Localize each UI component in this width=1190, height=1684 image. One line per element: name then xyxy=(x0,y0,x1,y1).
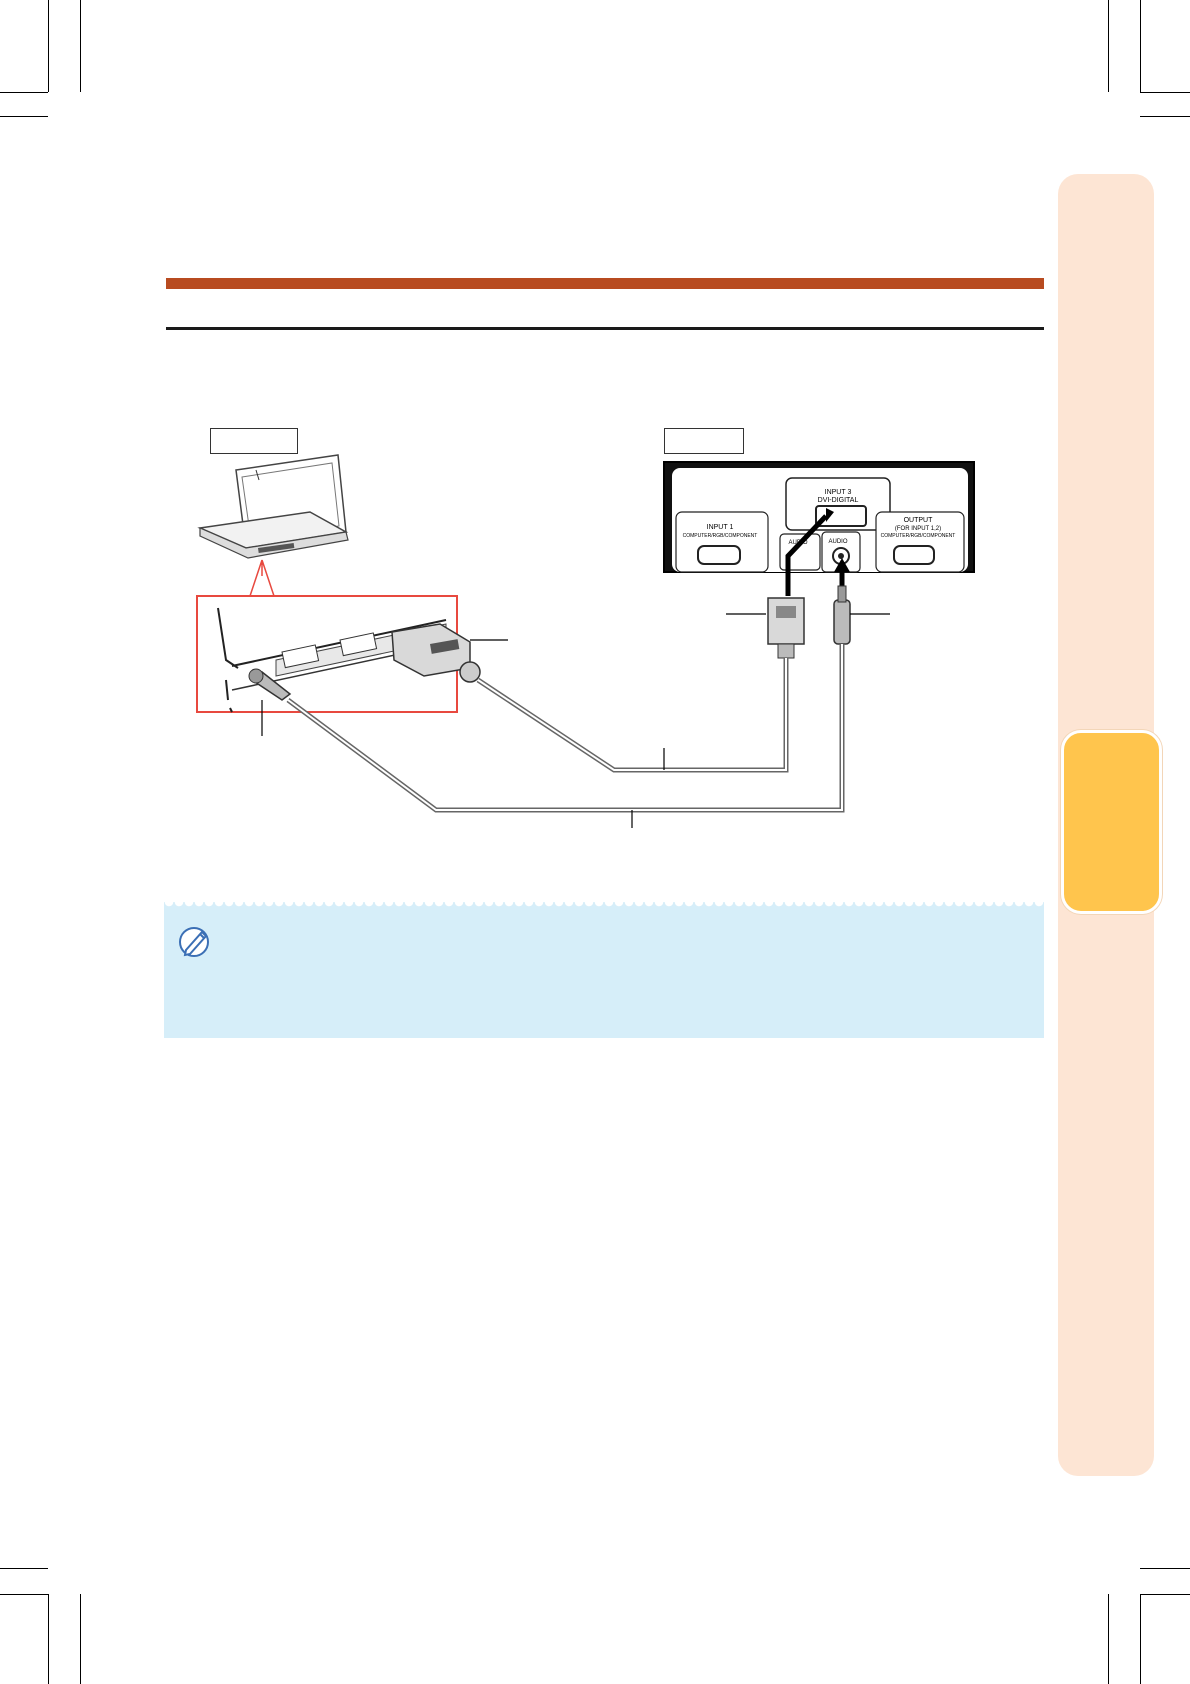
projector-side-audio-plug xyxy=(833,585,851,645)
output-label: OUTPUT xyxy=(904,517,934,524)
laptop-label-box xyxy=(210,428,298,454)
projector-rear-panel: INPUT 3 DVI-DIGITAL INPUT 1 COMPUTER/RGB… xyxy=(663,461,975,573)
crop-mark-top-right-v2 xyxy=(1108,0,1109,92)
output-sub1: (FOR INPUT 1,2) xyxy=(895,526,941,532)
side-index-tab-active[interactable] xyxy=(1061,730,1162,914)
crop-mark-top-left-v xyxy=(48,0,49,92)
crop-mark-top-left-v2 xyxy=(80,0,81,92)
projector-side-dvi-plug xyxy=(767,597,805,659)
projector-label-box xyxy=(664,428,744,454)
crop-mark-bottom-left-h2 xyxy=(0,1594,48,1595)
crop-mark-bottom-left-v xyxy=(48,1594,49,1684)
crop-mark-bottom-right-h xyxy=(1140,1568,1190,1569)
video-cable xyxy=(476,658,789,773)
section-accent-bar xyxy=(166,278,1044,289)
input1-sub: COMPUTER/RGB/COMPONENT xyxy=(683,533,758,539)
input1-label: INPUT 1 xyxy=(707,524,734,531)
crop-mark-top-left-h xyxy=(0,92,48,93)
crop-mark-top-right-h xyxy=(1140,92,1190,93)
computer-side-audio-plug xyxy=(248,668,292,701)
crop-mark-bottom-right-v xyxy=(1140,1594,1141,1684)
computer-side-plug xyxy=(391,623,481,683)
audio-cable xyxy=(286,644,845,813)
crop-mark-top-left-h2 xyxy=(0,116,48,117)
input3-sub: DVI-DIGITAL xyxy=(818,497,859,504)
output-sub2: COMPUTER/RGB/COMPONENT xyxy=(881,533,956,539)
note-box-dotted-edge xyxy=(164,902,1044,912)
crop-mark-bottom-right-v2 xyxy=(1108,1594,1109,1684)
pencil-note-icon xyxy=(179,927,209,957)
crop-mark-top-right-h2 xyxy=(1140,116,1190,117)
input3-label: INPUT 3 xyxy=(825,489,852,496)
laptop-illustration xyxy=(197,454,349,559)
note-box xyxy=(164,902,1044,1038)
section-rule xyxy=(166,327,1044,330)
crop-mark-bottom-left-h xyxy=(0,1568,48,1569)
crop-mark-bottom-right-h2 xyxy=(1140,1594,1190,1595)
crop-mark-top-right-v xyxy=(1140,0,1141,92)
crop-mark-bottom-left-v2 xyxy=(80,1594,81,1684)
audio-right-label: AUDIO xyxy=(828,539,847,545)
